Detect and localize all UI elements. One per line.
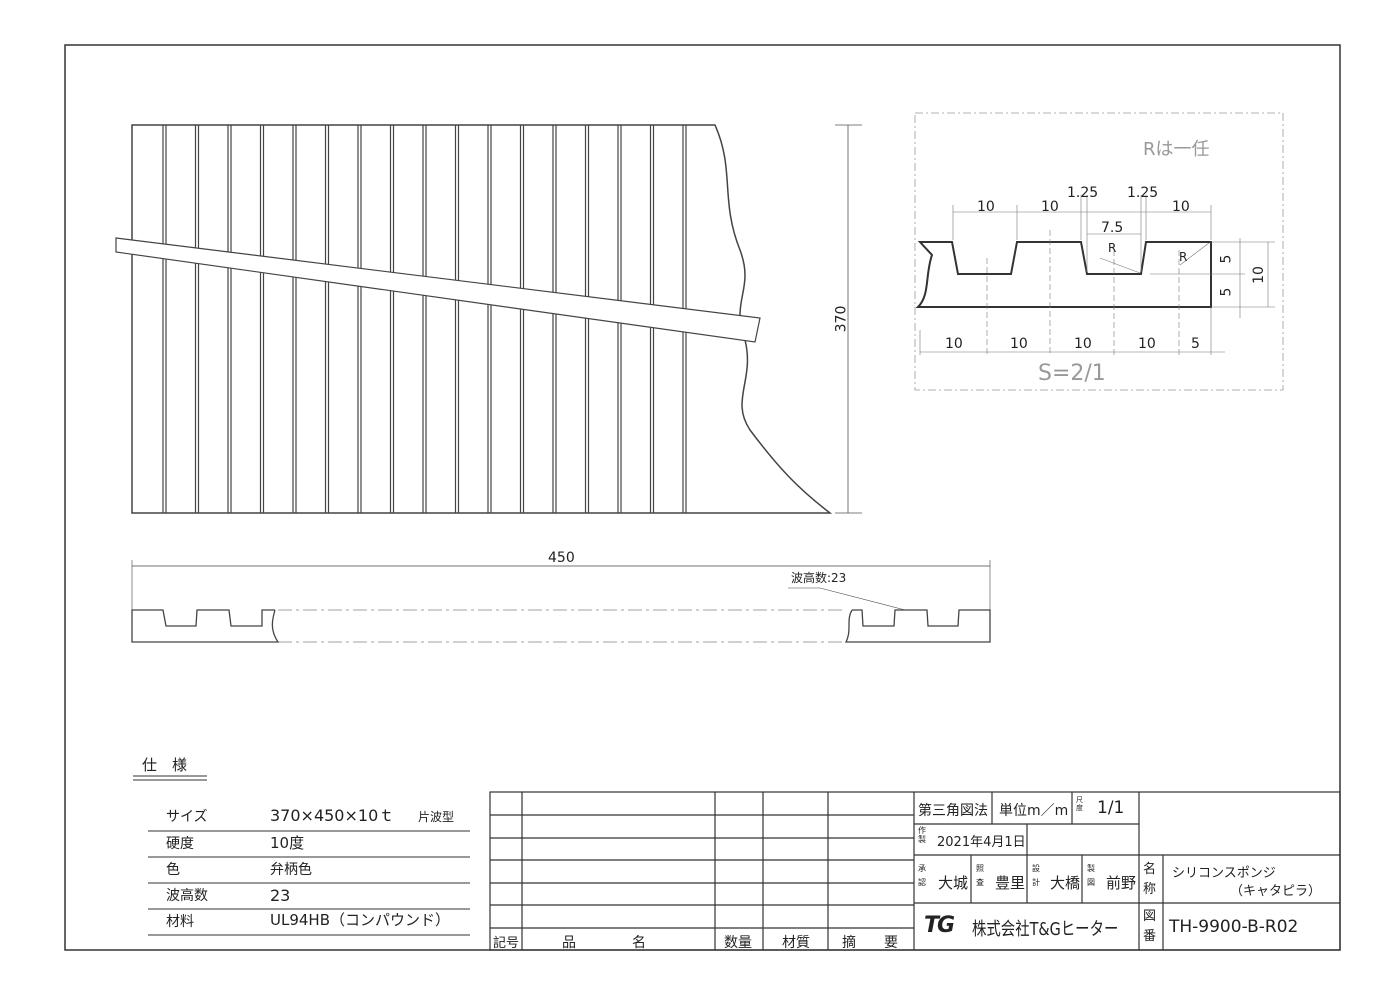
dim-bottom-2: 10 (1074, 336, 1092, 352)
approved-label: 承認 (918, 864, 926, 887)
dim-top-2: 1.25 (1067, 185, 1099, 201)
spec-value-color: 弁柄色 (270, 862, 312, 878)
designed-by: 大橋 (1050, 874, 1081, 892)
spec-value-wave: 23 (270, 886, 291, 905)
section-view (914, 112, 1284, 391)
dim-bottom-3: 10 (1138, 336, 1156, 352)
dim-right-lower: 5 (1218, 287, 1235, 297)
designed-label: 設計 (1032, 864, 1040, 887)
spec-extra-size: 片波型 (418, 810, 455, 824)
radius-label-2: R (1179, 250, 1188, 264)
section-scale: S=2/1 (1038, 361, 1106, 386)
drawing-no-label: 図番 (1143, 909, 1157, 944)
scale-value: 1/1 (1097, 798, 1125, 818)
parts-header-qty: 数量 (724, 935, 752, 951)
dim-top-3: 1.25 (1127, 185, 1159, 201)
drawing-number: TH-9900-B-R02 (1169, 917, 1299, 937)
dim-450-label: 450 (548, 550, 575, 566)
side-view (131, 560, 991, 643)
spec-value-size: 370×450×10ｔ (270, 806, 395, 825)
spec-value-material: UL94HB（コンパウンド） (270, 911, 450, 929)
spec-label-size: サイズ (166, 809, 208, 825)
sheet-border (64, 44, 1341, 951)
scale-label: 尺度 (1076, 796, 1083, 812)
spec-value-hardness: 10度 (270, 834, 305, 852)
top-view (131, 124, 833, 514)
drawn-by: 前野 (1106, 874, 1137, 892)
date: 2021年4月1日 (937, 835, 1026, 850)
break-band (115, 237, 761, 343)
checked-label: 照査 (976, 864, 984, 887)
name-label: 名称 (1143, 862, 1157, 897)
dim-inner: 7.5 (1101, 220, 1124, 236)
radius-label-1: R (1108, 241, 1117, 255)
dim-top-4: 10 (1172, 199, 1190, 215)
dim-top-0: 10 (977, 199, 995, 215)
drawn-label: 製図 (1087, 864, 1095, 887)
parts-header-name: 品 名 (562, 935, 646, 951)
company-name: 株式会社T&Gヒーター (972, 919, 1119, 940)
product-name-line2: （キャタピラ） (1230, 884, 1322, 899)
projection: 第三角図法 (918, 803, 988, 819)
product-name-line1: シリコンスポンジ (1172, 866, 1276, 881)
parts-header-remarks: 摘 要 (842, 935, 898, 951)
spec-table-lines (133, 775, 470, 936)
dim-370 (835, 124, 862, 514)
unit: 単位m／m (999, 803, 1069, 819)
title-block-grid (489, 791, 1341, 951)
dim-top-1: 10 (1041, 199, 1059, 215)
radius-note: Rは一任 (1143, 139, 1210, 160)
parts-header-material: 材質 (782, 935, 810, 951)
dim-bottom-0: 10 (945, 336, 963, 352)
dim-370-label: 370 (833, 305, 850, 333)
parts-header-symbol: 記号 (493, 936, 520, 951)
dim-right-total: 10 (1250, 266, 1267, 284)
approved-by: 大城 (938, 874, 969, 892)
spec-label-color: 色 (166, 862, 180, 878)
spec-label-material: 材料 (166, 914, 194, 930)
checked-by: 豊里 (995, 874, 1026, 892)
spec-label-wave: 波高数 (166, 888, 208, 904)
spec-label-hardness: 硬度 (166, 836, 194, 852)
dim-right-upper: 5 (1218, 254, 1235, 264)
dim-bottom-4: 5 (1191, 336, 1200, 352)
wave-count-note: 波高数:23 (791, 571, 847, 585)
dim-bottom-1: 10 (1010, 336, 1028, 352)
company-logo: TG (924, 913, 955, 938)
spec-title: 仕 様 (142, 756, 188, 774)
made-label: 作製 (918, 826, 926, 844)
